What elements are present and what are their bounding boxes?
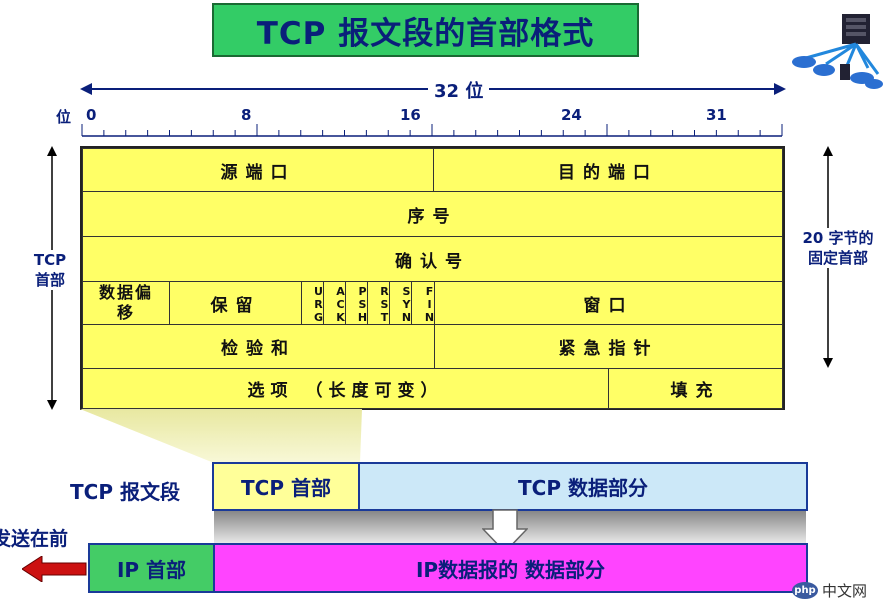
tcp-data-block: TCP 数据部分: [358, 462, 808, 511]
send-first-label: 发送在前: [0, 528, 69, 550]
watermark-text: 中文网: [822, 582, 868, 600]
fixed-header-side-label: 20 字节的 固定首部: [790, 228, 886, 268]
source-port-field: 源端口: [82, 148, 434, 192]
page-title: TCP 报文段的首部格式: [256, 15, 595, 52]
data-offset-field: 数据偏移: [82, 281, 170, 325]
options-field: 选项 （长度可变）: [82, 368, 609, 409]
down-arrow-icon: [482, 509, 528, 553]
watermark: php 中文网: [792, 580, 867, 601]
checksum-field: 检验和: [82, 324, 435, 369]
flag-fin: FIN: [411, 281, 436, 325]
ack-number-field: 确认号: [82, 236, 783, 282]
dest-port-field: 目的端口: [433, 148, 783, 192]
tick-label-0: 0: [86, 106, 97, 124]
tick-label-8: 8: [241, 106, 252, 124]
flag-ack: ACK: [323, 281, 347, 325]
tick-label-31: 31: [706, 106, 727, 124]
sequence-number-field: 序号: [82, 191, 783, 237]
flag-rst: RST: [367, 281, 391, 325]
ip-data-block: IP数据报的 数据部分: [213, 543, 808, 593]
flag-syn: SYN: [389, 281, 413, 325]
window-field: 窗口: [434, 281, 783, 325]
ip-header-block: IP 首部: [88, 543, 215, 593]
padding-field: 填充: [608, 368, 783, 409]
urgent-pointer-field: 紧急指针: [434, 324, 783, 369]
tick-label-24: 24: [561, 106, 582, 124]
bit-width-label: 32 位: [428, 77, 490, 103]
bit-ruler: [81, 124, 783, 137]
network-topology-icon: [792, 14, 883, 89]
tcp-segment-label: TCP 报文段: [70, 480, 180, 504]
tcp-header-block: TCP 首部: [212, 462, 360, 511]
php-logo-icon: php: [792, 582, 818, 599]
header-projection-shape: [80, 409, 362, 463]
tcp-header-side-label: TCP 首部: [20, 250, 80, 290]
ruler-unit-label: 位: [56, 108, 72, 126]
flag-psh: PSH: [345, 281, 369, 325]
title-box: TCP 报文段的首部格式: [212, 3, 639, 57]
reserved-field: 保留: [169, 281, 302, 325]
left-arrow-icon: [22, 556, 87, 582]
flag-urg: URG: [301, 281, 325, 325]
tick-label-16: 16: [400, 106, 421, 124]
